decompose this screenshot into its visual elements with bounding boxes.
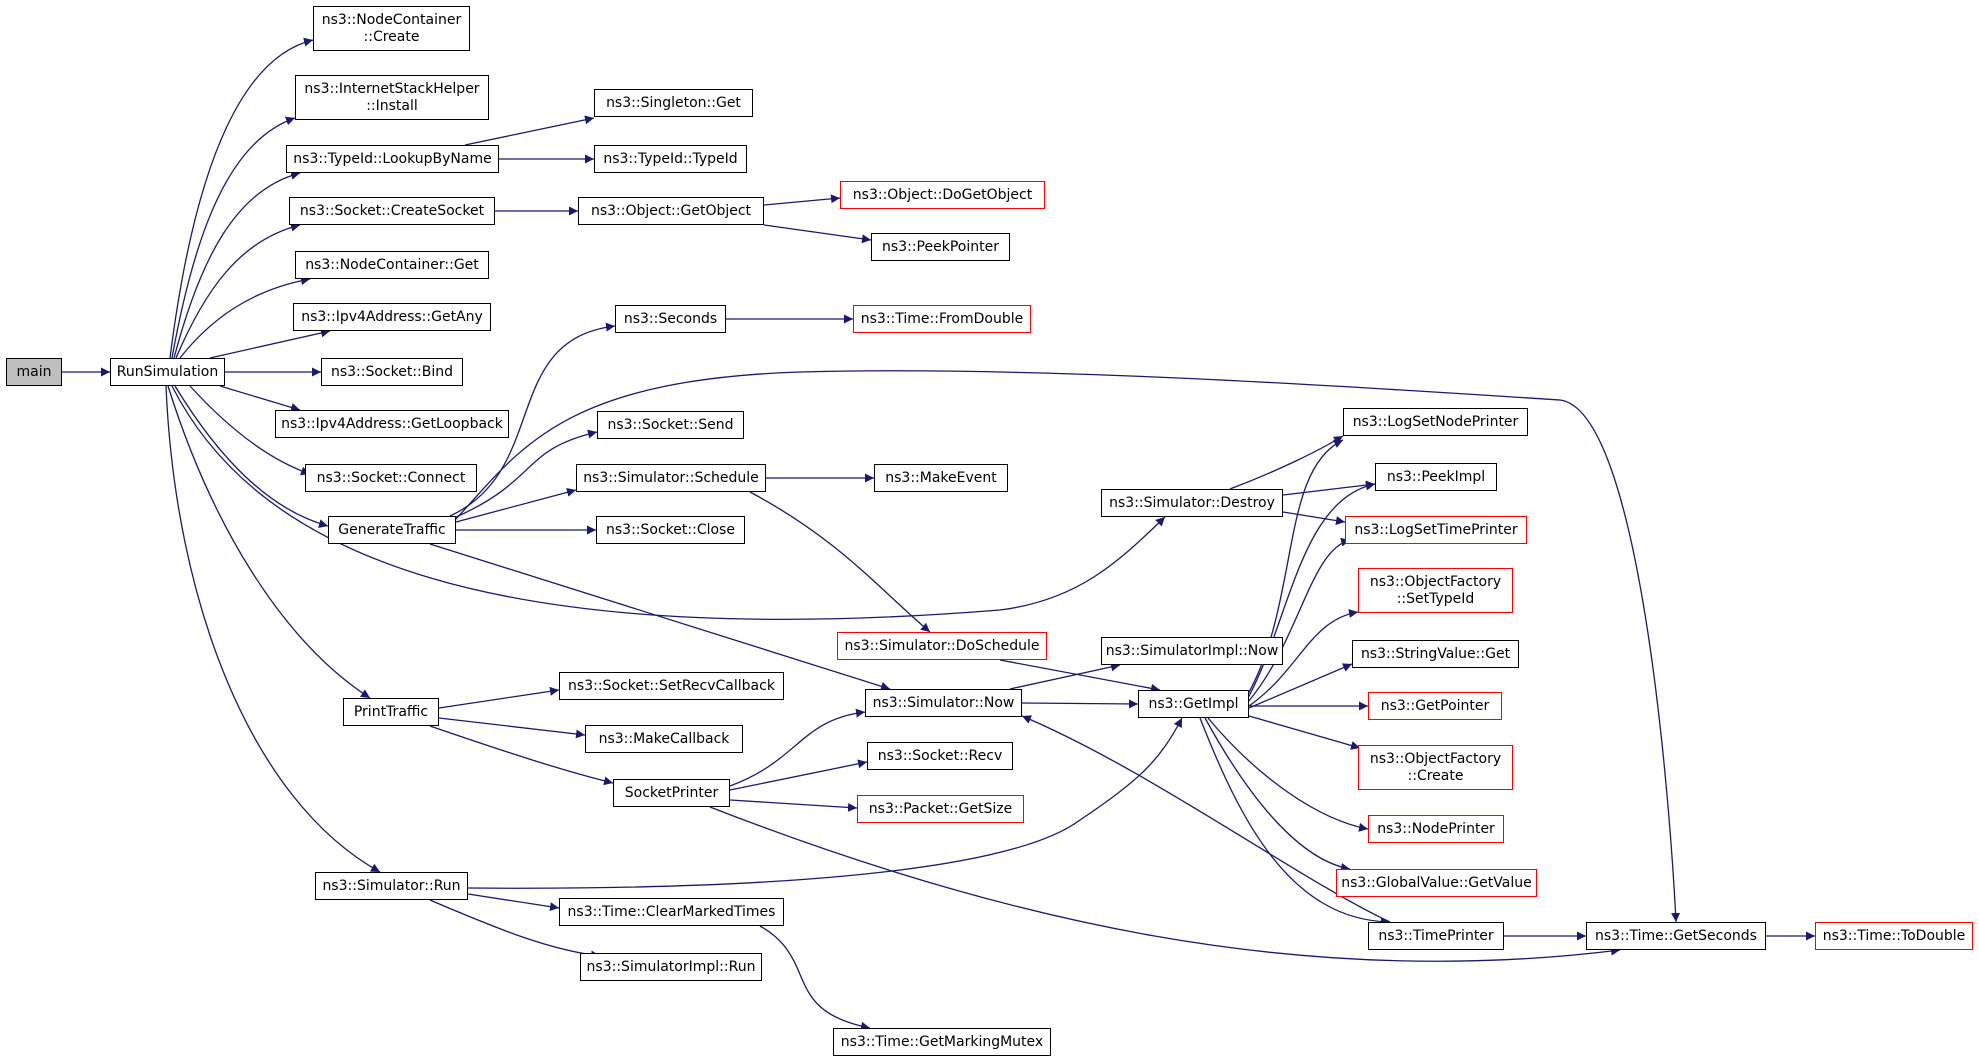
node-makecallback[interactable]: ns3::MakeCallback <box>585 725 743 753</box>
edge-doschedule-to-getimpl <box>999 659 1161 693</box>
edge-getimpl-to-stringvalue-get <box>1248 663 1353 709</box>
node-nodecontainer-create[interactable]: ns3::NodeContainer ::Create <box>313 6 470 51</box>
node-simulator-now[interactable]: ns3::Simulator::Now <box>865 689 1022 717</box>
edge-socketprinter-to-recv <box>729 759 868 791</box>
edge-gen-to-simulator-schedule <box>455 487 577 523</box>
edge-clearmarkedtimes-to-getmarkingmutex <box>759 925 871 1031</box>
node-timeprinter[interactable]: ns3::TimePrinter <box>1368 922 1504 950</box>
edge-getimpl-to-nodeprinter <box>1207 717 1369 832</box>
node-stringvalue-get[interactable]: ns3::StringValue::Get <box>1352 640 1519 668</box>
edge-rs-to-simulator-run <box>165 385 381 873</box>
edge-rs-to-typeid-lookupbyname <box>173 170 301 359</box>
node-object-getobject[interactable]: ns3::Object::GetObject <box>578 197 764 225</box>
edge-rs-to-ipv4-getloopback <box>219 385 301 412</box>
edge-rs-to-print-traffic <box>167 385 371 699</box>
edge-destroy-to-logsettimeprinter <box>1282 511 1346 526</box>
edge-rs-to-generate-traffic <box>174 385 329 528</box>
edge-rs-to-nodecontainer-create <box>169 37 314 359</box>
edge-timeprinter-to-now <box>1021 715 1391 923</box>
node-packet-getsize[interactable]: ns3::Packet::GetSize <box>857 795 1024 823</box>
node-socket-recv[interactable]: ns3::Socket::Recv <box>867 742 1013 770</box>
edge-rs-to-simulator-destroy <box>171 385 1166 621</box>
edge-lookup-to-singleton-get <box>464 115 595 146</box>
edge-now-to-simulatorimpl-now <box>1009 662 1121 690</box>
node-getimpl[interactable]: ns3::GetImpl <box>1138 690 1249 718</box>
edge-getimpl-to-timeprinter <box>1199 717 1391 927</box>
edge-getimpl-to-peekimpl <box>1247 481 1376 699</box>
node-socket-connect[interactable]: ns3::Socket::Connect <box>305 464 477 492</box>
edge-print-to-socketprinter <box>429 725 614 786</box>
edge-print-to-setrecvcallback <box>438 686 560 709</box>
edge-rs-to-nodecontainer-get <box>179 276 311 359</box>
node-time-todouble[interactable]: ns3::Time::ToDouble <box>1815 922 1973 950</box>
node-socket-close[interactable]: ns3::Socket::Close <box>596 516 745 544</box>
edge-destroy-to-peekimpl <box>1282 480 1376 496</box>
node-logsetnodeprinter[interactable]: ns3::LogSetNodePrinter <box>1343 408 1528 436</box>
edge-rs-to-internetstack-install <box>171 116 296 359</box>
edge-now-to-getimpl <box>1021 699 1139 709</box>
node-time-clearmarkedtimes[interactable]: ns3::Time::ClearMarkedTimes <box>559 898 784 926</box>
edge-rs-to-ipv4-getany <box>209 328 331 359</box>
node-time-getmarkingmutex[interactable]: ns3::Time::GetMarkingMutex <box>833 1028 1051 1056</box>
node-generate-traffic[interactable]: GenerateTraffic <box>328 516 456 544</box>
edge-gen-to-time-getseconds <box>454 370 1681 923</box>
edge-gen-to-seconds <box>449 322 616 517</box>
node-ipv4address-getany[interactable]: ns3::Ipv4Address::GetAny <box>293 303 491 331</box>
edge-schedule-to-doschedule <box>749 491 931 633</box>
node-time-fromdouble[interactable]: ns3::Time::FromDouble <box>853 305 1031 333</box>
edge-getimpl-to-logsettimeprinter <box>1247 537 1351 703</box>
edge-gen-to-simulator-now <box>429 543 891 691</box>
edge-socketprinter-to-now <box>729 708 866 787</box>
node-object-dogetobject[interactable]: ns3::Object::DoGetObject <box>840 181 1045 209</box>
node-simulator-destroy[interactable]: ns3::Simulator::Destroy <box>1101 489 1283 517</box>
edge-getobject-to-peekpointer <box>763 224 872 244</box>
edge-destroy-to-logsetnodeprinter <box>1229 435 1344 490</box>
node-simulator-schedule[interactable]: ns3::Simulator::Schedule <box>576 464 766 492</box>
node-nodeprinter[interactable]: ns3::NodePrinter <box>1368 815 1504 843</box>
edge-getobject-to-dogetobject <box>763 194 841 206</box>
node-globalvalue-getvalue[interactable]: ns3::GlobalValue::GetValue <box>1336 869 1537 897</box>
node-seconds[interactable]: ns3::Seconds <box>615 305 726 333</box>
node-typeid-lookupbyname[interactable]: ns3::TypeId::LookupByName <box>286 145 499 173</box>
node-socket-setrecvcallback[interactable]: ns3::Socket::SetRecvCallback <box>559 672 784 700</box>
edge-socketprinter-to-packet-getsize <box>729 799 858 812</box>
node-makeevent[interactable]: ns3::MakeEvent <box>874 464 1008 492</box>
node-objectfactory-settypeid[interactable]: ns3::ObjectFactory ::SetTypeId <box>1358 568 1513 613</box>
node-simulatorimpl-now[interactable]: ns3::SimulatorImpl::Now <box>1101 637 1283 665</box>
node-getpointer[interactable]: ns3::GetPointer <box>1368 692 1502 720</box>
edge-getimpl-to-globalvalue-getvalue <box>1204 717 1351 872</box>
edge-run-to-clearmarkedtimes <box>467 893 560 912</box>
edge-run-to-getimpl <box>467 717 1183 889</box>
node-socketprinter[interactable]: SocketPrinter <box>613 779 730 807</box>
node-nodecontainer-get[interactable]: ns3::NodeContainer::Get <box>295 251 489 279</box>
edge-socketprinter-to-getseconds <box>709 806 1621 962</box>
edge-getimpl-to-objectfactory-create <box>1248 715 1361 750</box>
node-print-traffic[interactable]: PrintTraffic <box>343 698 439 726</box>
node-socket-bind[interactable]: ns3::Socket::Bind <box>321 358 463 386</box>
edge-print-to-makecallback <box>438 717 586 739</box>
node-typeid-typeid[interactable]: ns3::TypeId::TypeId <box>594 145 747 173</box>
node-socket-createsocket[interactable]: ns3::Socket::CreateSocket <box>289 197 495 225</box>
node-simulator-doschedule[interactable]: ns3::Simulator::DoSchedule <box>837 632 1047 660</box>
edge-rs-to-socket-connect <box>189 385 311 476</box>
edge-getimpl-to-settypeid <box>1248 609 1359 707</box>
node-internetstackhelper-install[interactable]: ns3::InternetStackHelper ::Install <box>295 75 489 120</box>
node-peekimpl[interactable]: ns3::PeekImpl <box>1375 463 1497 491</box>
node-logsettimeprinter[interactable]: ns3::LogSetTimePrinter <box>1345 516 1527 544</box>
node-socket-send[interactable]: ns3::Socket::Send <box>597 411 744 439</box>
node-time-getseconds[interactable]: ns3::Time::GetSeconds <box>1586 922 1766 950</box>
node-peekpointer[interactable]: ns3::PeekPointer <box>871 233 1010 261</box>
node-run-simulation[interactable]: RunSimulation <box>110 358 225 386</box>
node-singleton-get[interactable]: ns3::Singleton::Get <box>594 89 753 117</box>
edge-gen-to-socket-send <box>453 429 598 519</box>
node-main[interactable]: main <box>6 358 62 386</box>
node-objectfactory-create[interactable]: ns3::ObjectFactory ::Create <box>1358 745 1513 790</box>
node-simulator-run[interactable]: ns3::Simulator::Run <box>315 872 468 900</box>
node-simulatorimpl-run[interactable]: ns3::SimulatorImpl::Run <box>580 953 762 981</box>
edge-rs-to-socket-createsocket <box>175 222 301 359</box>
node-ipv4address-getloopback[interactable]: ns3::Ipv4Address::GetLoopback <box>275 410 509 438</box>
